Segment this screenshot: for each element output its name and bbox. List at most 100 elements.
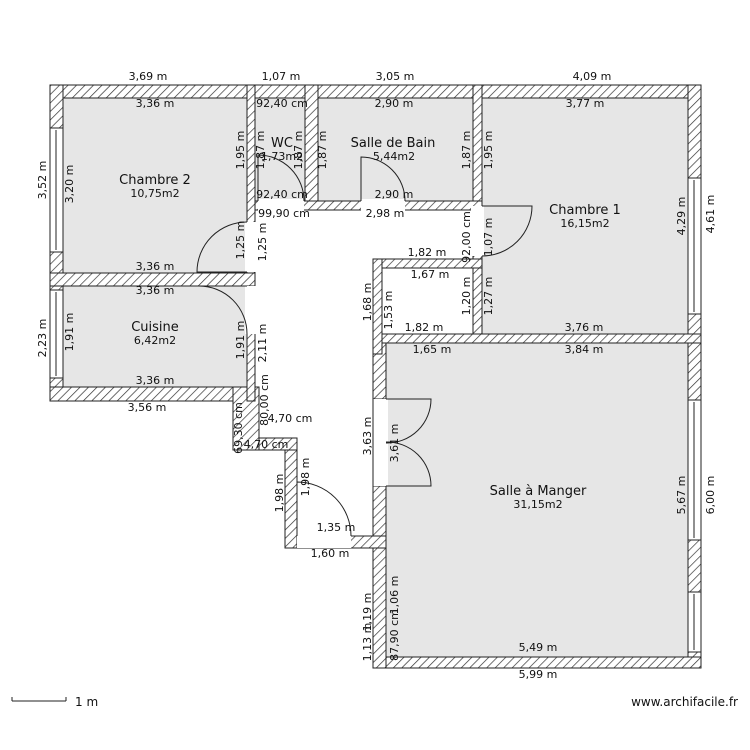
dimensions-horizontal: 3,69 m 1,07 m 3,05 m 4,09 m 3,36 m 92,40… bbox=[128, 70, 612, 681]
dimension-label: 2,23 m bbox=[36, 319, 49, 358]
floor-chambre-1 bbox=[482, 98, 688, 334]
dimension-label: 1,19 m bbox=[361, 593, 374, 632]
brand-watermark: www.archifacile.fr bbox=[631, 695, 738, 709]
windows bbox=[49, 127, 702, 653]
dimension-label: 1,98 m bbox=[299, 458, 312, 497]
dimension-label: 92,40 cm bbox=[256, 188, 308, 201]
dimension-label: 4,70 cm bbox=[244, 438, 289, 451]
wall bbox=[49, 272, 256, 287]
dimension-label: 5,67 m bbox=[675, 476, 688, 515]
room-name-cuisine: Cuisine bbox=[131, 320, 179, 335]
room-area-wc: 1,73m2 bbox=[261, 150, 303, 163]
dimension-label: 1,27 m bbox=[482, 277, 495, 316]
dimension-label: 1,95 m bbox=[482, 131, 495, 170]
room-area-salle-de-bain: 5,44m2 bbox=[373, 150, 415, 163]
dimension-label: 3,36 m bbox=[136, 97, 175, 110]
dimension-label: 2,90 m bbox=[375, 188, 414, 201]
floors bbox=[63, 98, 688, 657]
dimension-label: 69,30 cm bbox=[232, 402, 245, 454]
room-area-salle-a-manger: 31,15m2 bbox=[513, 498, 562, 511]
dimension-label: 1,82 m bbox=[405, 321, 444, 334]
room-area-chambre-2: 10,75m2 bbox=[130, 187, 179, 200]
dimension-label: 5,99 m bbox=[519, 668, 558, 681]
dimension-label: 1,95 m bbox=[234, 131, 247, 170]
dimension-label: 92,40 cm bbox=[256, 97, 308, 110]
wall bbox=[372, 533, 387, 669]
dimension-label: 1,67 m bbox=[411, 268, 450, 281]
floor-chambre-2 bbox=[63, 98, 247, 273]
door-chambre-1 bbox=[481, 205, 533, 257]
dimension-label: 4,09 m bbox=[573, 70, 612, 83]
room-name-salle-a-manger: Salle à Manger bbox=[490, 484, 587, 499]
wall bbox=[472, 84, 483, 211]
dimension-label: 3,20 m bbox=[63, 165, 76, 204]
dimension-label: 1,87 m bbox=[292, 131, 305, 170]
dimension-label: 1,06 m bbox=[388, 576, 401, 615]
dimension-label: 3,77 m bbox=[566, 97, 605, 110]
dimension-label: 2,11 m bbox=[256, 324, 269, 363]
dimension-label: 4,70 cm bbox=[268, 412, 313, 425]
wall bbox=[372, 485, 387, 537]
wall bbox=[687, 84, 702, 669]
door-chambre-2 bbox=[196, 221, 248, 273]
dimension-label: 1,60 m bbox=[311, 547, 350, 560]
dimension-label: 3,76 m bbox=[565, 321, 604, 334]
dimension-label: 3,63 m bbox=[361, 417, 374, 456]
wall bbox=[381, 333, 702, 344]
floor-wc bbox=[255, 98, 305, 201]
dimension-label: 1,82 m bbox=[408, 246, 447, 259]
dimension-label: 99,90 cm bbox=[258, 207, 310, 220]
dimension-label: 1,87 m bbox=[316, 131, 329, 170]
dimension-label: 3,36 m bbox=[136, 260, 175, 273]
room-area-cuisine: 6,42m2 bbox=[134, 334, 176, 347]
wall bbox=[284, 437, 298, 549]
dimension-label: 92,00 cm bbox=[460, 211, 473, 263]
dimension-label: 1,68 m bbox=[361, 283, 374, 322]
wall bbox=[372, 258, 383, 355]
dimension-label: 87,90 cm bbox=[388, 609, 401, 661]
door-salle-de-bain bbox=[360, 156, 406, 202]
doors bbox=[196, 154, 533, 548]
floor-salle-a-manger bbox=[386, 343, 688, 657]
dimension-label: 3,36 m bbox=[136, 374, 175, 387]
door-hall bbox=[296, 481, 352, 537]
room-name-chambre-2: Chambre 2 bbox=[119, 173, 191, 188]
dimension-label: 6,00 m bbox=[704, 476, 717, 515]
dimension-label: 3,84 m bbox=[565, 343, 604, 356]
dimension-label: 1,91 m bbox=[63, 313, 76, 352]
room-name-wc: WC bbox=[271, 136, 293, 151]
dimension-label: 1,53 m bbox=[382, 291, 395, 330]
dimension-label: 3,05 m bbox=[376, 70, 415, 83]
room-name-salle-de-bain: Salle de Bain bbox=[351, 136, 436, 151]
dimension-label: 2,98 m bbox=[366, 207, 405, 220]
dimension-label: 3,52 m bbox=[36, 161, 49, 200]
dimension-label: 5,49 m bbox=[519, 641, 558, 654]
floor-salle-de-bain bbox=[318, 98, 473, 201]
room-name-chambre-1: Chambre 1 bbox=[549, 203, 621, 218]
wall bbox=[49, 386, 260, 402]
dimension-label: 80,00 cm bbox=[258, 374, 271, 426]
door-wc bbox=[257, 154, 305, 202]
scale-bar: 1 m bbox=[11, 695, 98, 709]
dimension-label: 1,87 m bbox=[254, 131, 267, 170]
dimension-label: 1,35 m bbox=[317, 521, 356, 534]
dimension-label: 1,20 m bbox=[460, 277, 473, 316]
room-area-chambre-1: 16,15m2 bbox=[560, 217, 609, 230]
room-labels: Chambre 2 10,75m2 WC 1,73m2 Salle de Bai… bbox=[119, 136, 621, 511]
dimension-label: 3,36 m bbox=[136, 284, 175, 297]
door-salle-a-manger bbox=[385, 441, 432, 487]
dimension-label: 1,07 m bbox=[262, 70, 301, 83]
dimension-label: 1,98 m bbox=[273, 474, 286, 513]
dimension-label: 1,25 m bbox=[256, 223, 269, 262]
dimension-label: 2,90 m bbox=[375, 97, 414, 110]
dimension-label: 3,69 m bbox=[129, 70, 168, 83]
scale-label: 1 m bbox=[75, 695, 98, 709]
dimension-label: 3,56 m bbox=[128, 401, 167, 414]
dimension-label: 1,13 m bbox=[361, 623, 374, 662]
dimension-label: 1,25 m bbox=[234, 221, 247, 260]
door-cuisine bbox=[198, 285, 248, 335]
floor-cuisine bbox=[63, 286, 247, 387]
wall bbox=[372, 656, 702, 669]
dimensions-vertical: 3,52 m 3,20 m 1,95 m 1,87 m 1,87 m 1,87 … bbox=[36, 131, 717, 662]
